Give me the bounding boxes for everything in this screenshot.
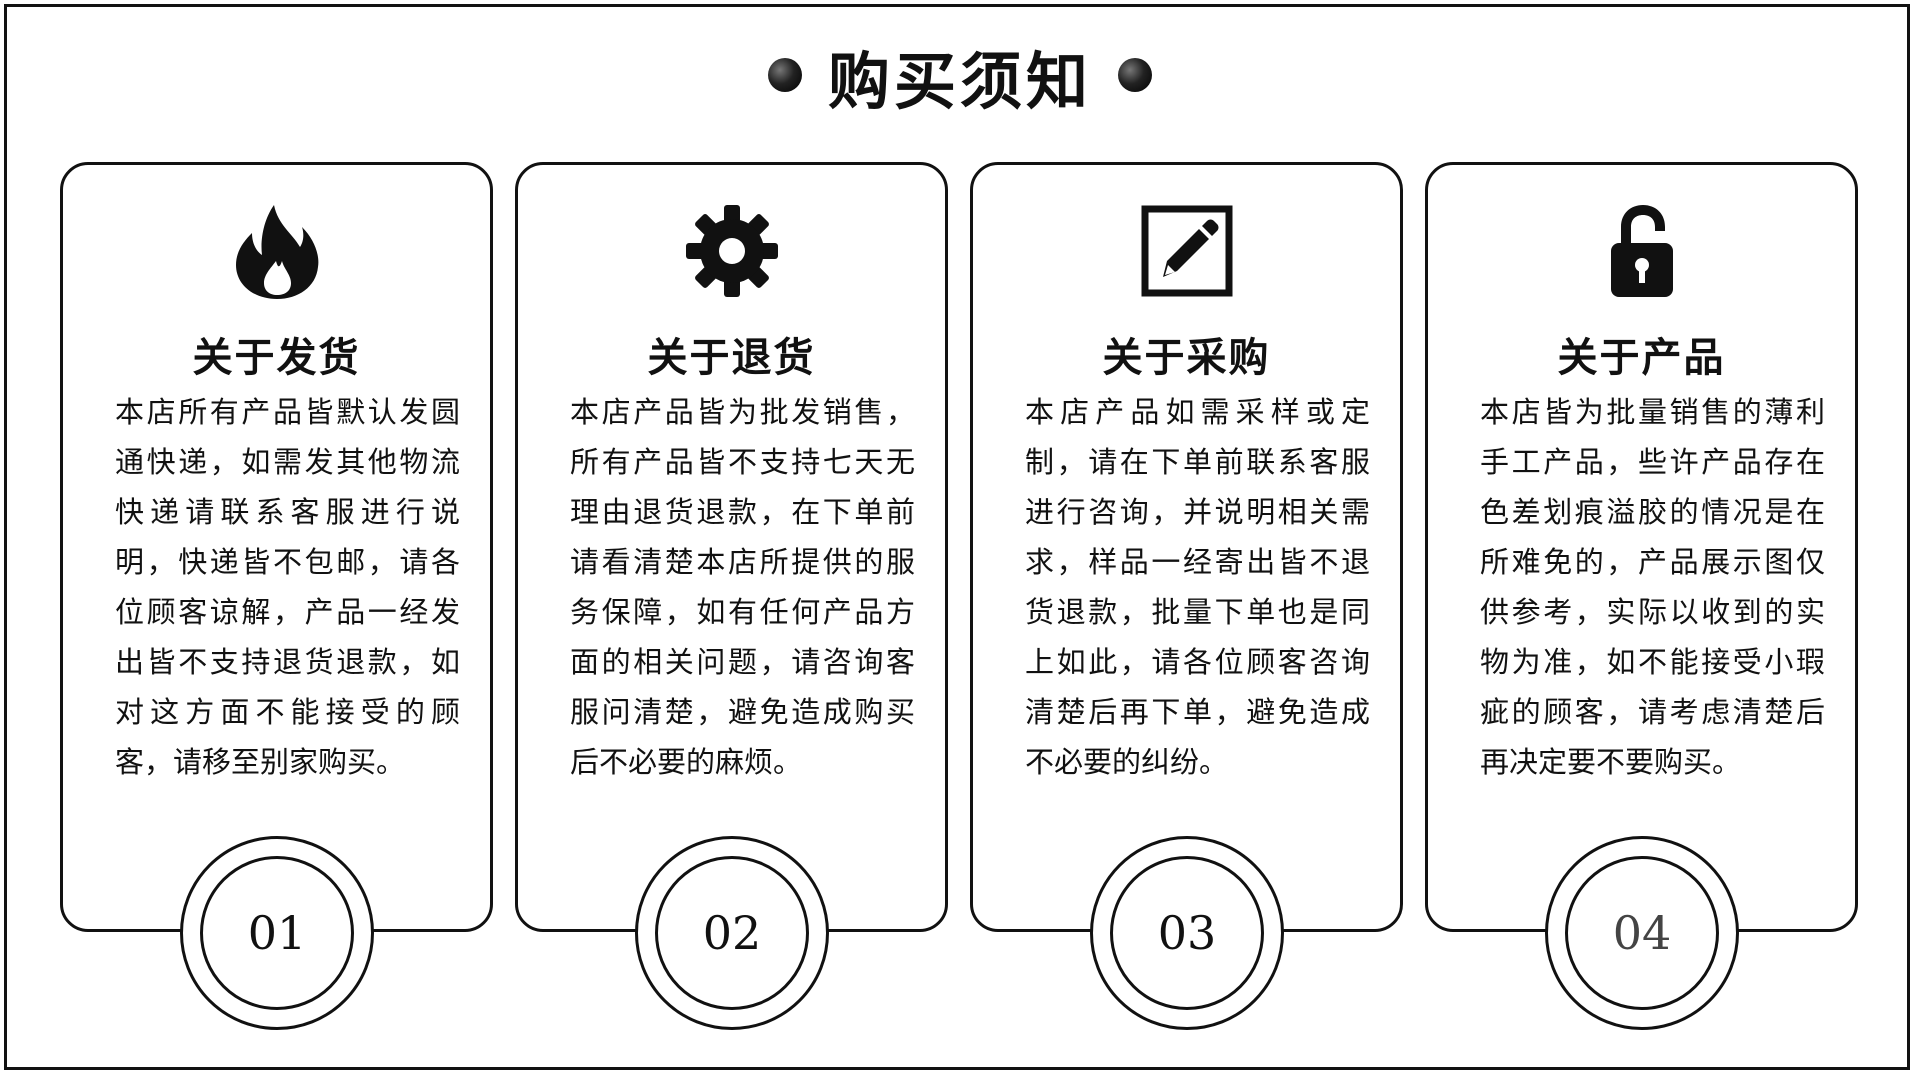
number-badge: 02: [635, 836, 829, 1030]
card-title: 关于发货: [192, 335, 361, 381]
header: 购买须知: [0, 42, 1920, 122]
number-badge: 04: [1545, 836, 1739, 1030]
card-purchasing: 关于采购 本店产品如需采样或定制，请在下单前联系客服进行咨询，并说明相关需求，样…: [970, 162, 1403, 932]
card-title: 关于退货: [647, 335, 816, 381]
number-badge: 01: [180, 836, 374, 1030]
number-badge: 03: [1090, 836, 1284, 1030]
card-body: 本店产品如需采样或定制，请在下单前联系客服进行咨询，并说明相关需求，样品一经寄出…: [1025, 395, 1370, 779]
number-badge-label: 02: [655, 856, 809, 1010]
unlock-icon: [1592, 201, 1692, 301]
fire-icon: [227, 201, 327, 301]
number-badge-label: 01: [200, 856, 354, 1010]
page-title: 购买须知: [827, 45, 1092, 118]
number-badge-label: 04: [1565, 856, 1719, 1010]
card-body: 本店产品皆为批发销售，所有产品皆不支持七天无理由退货退款，在下单前请看清楚本店所…: [570, 395, 915, 779]
title-dot-right: [1118, 58, 1152, 92]
card-title: 关于采购: [1102, 335, 1271, 381]
card-shipping: 关于发货 本店所有产品皆默认发圆通快递，如需发其他物流快递请联系客服进行说明，快…: [60, 162, 493, 932]
card-products: 关于产品 本店皆为批量销售的薄利手工产品，些许产品存在色差划痕溢胶的情况是在所难…: [1425, 162, 1858, 932]
card-returns: 关于退货 本店产品皆为批发销售，所有产品皆不支持七天无理由退货退款，在下单前请看…: [515, 162, 948, 932]
card-body: 本店所有产品皆默认发圆通快递，如需发其他物流快递请联系客服进行说明，快递皆不包邮…: [115, 395, 460, 779]
gear-icon: [682, 201, 782, 301]
number-badge-label: 03: [1110, 856, 1264, 1010]
edit-icon: [1137, 201, 1237, 301]
card-body: 本店皆为批量销售的薄利手工产品，些许产品存在色差划痕溢胶的情况是在所难免的，产品…: [1480, 395, 1825, 779]
card-title: 关于产品: [1557, 335, 1726, 381]
title-dot-left: [767, 58, 802, 92]
